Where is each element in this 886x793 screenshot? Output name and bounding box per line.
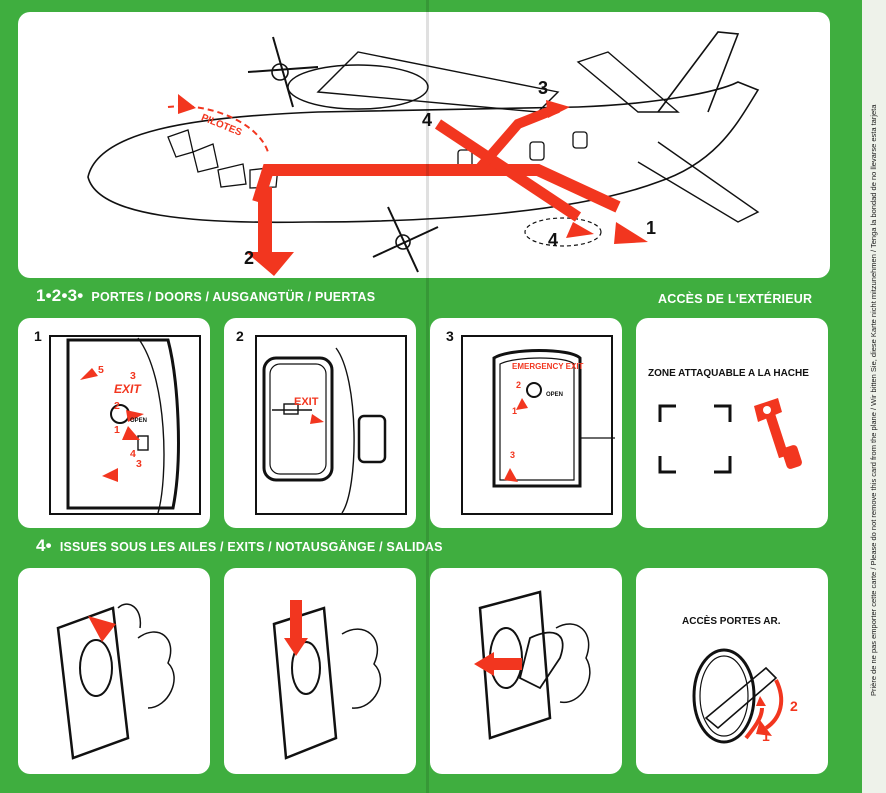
- door-1-number: 1: [34, 328, 42, 344]
- wing-exit-1-illustration: [56, 603, 175, 760]
- axe-zone-illustration: [658, 398, 802, 474]
- rear-door-panel: ACCÈS PORTES AR. 1 2: [636, 568, 828, 774]
- door-2-exit-sign: EXIT: [294, 396, 319, 408]
- exterior-access-heading: ACCÈS DE L'EXTÉRIEUR: [658, 292, 813, 306]
- exit-marker-3: 3: [538, 78, 549, 98]
- door-3-open-label: OPEN: [546, 392, 564, 398]
- axe-zone-title: ZONE ATTAQUABLE A LA HACHE: [648, 368, 809, 379]
- door-3-emergency-exit-sign: EMERGENCY EXIT: [512, 362, 584, 371]
- section-wings-heading: 4• ISSUES SOUS LES AILES / EXITS / NOTAUS…: [36, 536, 443, 556]
- door-3-number: 3: [446, 328, 454, 344]
- section-doors-heading: 1•2•3• PORTES / DOORS / AUSGANGTÜR / PUER…: [36, 286, 375, 306]
- door-1-step-1: 1: [114, 424, 120, 436]
- door-2-number: 2: [236, 328, 244, 344]
- rear-door-title: ACCÈS PORTES AR.: [682, 616, 781, 627]
- section-doors-number: 1•2•3•: [36, 286, 84, 305]
- exit-marker-1: 1: [646, 218, 657, 238]
- door-3-step-1: 1: [512, 406, 518, 416]
- door-3-illustration: [461, 335, 615, 515]
- door-1-illustration: [49, 335, 201, 515]
- rear-door-step-1: 1: [762, 728, 770, 744]
- wing-exit-panel-2: [224, 568, 416, 774]
- exit-marker-4a: 4: [422, 110, 433, 130]
- rear-door-step-2: 2: [790, 698, 798, 714]
- wing-exit-panel-1: [18, 568, 210, 774]
- door-3-step-2: 2: [516, 380, 522, 390]
- wing-exit-panel-3: [430, 568, 622, 774]
- door-3-step-3: 3: [510, 450, 516, 460]
- door-panel-2: 2 EXIT: [224, 318, 416, 528]
- door-1-exit-sign: EXIT: [114, 382, 141, 396]
- door-1-step-3b: 3: [136, 458, 142, 470]
- door-1-step-5: 5: [98, 364, 104, 376]
- exit-marker-4b: 4: [548, 230, 559, 250]
- aircraft-overview-panel: PILOTES 1 2 3 4 4: [18, 12, 830, 278]
- door-1-open-label: OPEN: [130, 418, 148, 424]
- door-panel-3: 3 EMERGENCY EXIT 2 1 OPEN 3: [430, 318, 622, 528]
- section-wings-title: ISSUES SOUS LES AILES / EXITS / NOTAUSGÄ…: [59, 540, 443, 554]
- aircraft-illustration: [87, 31, 760, 276]
- wing-exit-2-illustration: [272, 600, 382, 760]
- wing-exit-3-illustration: [474, 590, 591, 740]
- door-1-step-3a: 3: [130, 370, 136, 382]
- section-doors-title: PORTES / DOORS / AUSGANGTÜR / PUERTAS: [91, 290, 376, 304]
- axe-zone-panel: ZONE ATTAQUABLE A LA HACHE: [636, 318, 828, 528]
- exit-marker-2: 2: [244, 248, 255, 268]
- card-fold-line: [426, 0, 429, 793]
- section-wings-number: 4•: [36, 536, 52, 555]
- side-notice: Prière de ne pas emporter cette carte / …: [869, 104, 878, 696]
- cut-zone-corners: [658, 404, 732, 474]
- door-1-step-2: 2: [114, 400, 120, 412]
- axe-icon: [754, 398, 802, 469]
- door-2-illustration: [255, 335, 407, 515]
- door-1-step-4: 4: [130, 448, 136, 460]
- rear-door-illustration: [692, 648, 784, 744]
- card-edge-strip: [862, 0, 886, 793]
- door-panel-1: 1 5 3 EXIT 2 OPEN 1 4 3: [18, 318, 210, 528]
